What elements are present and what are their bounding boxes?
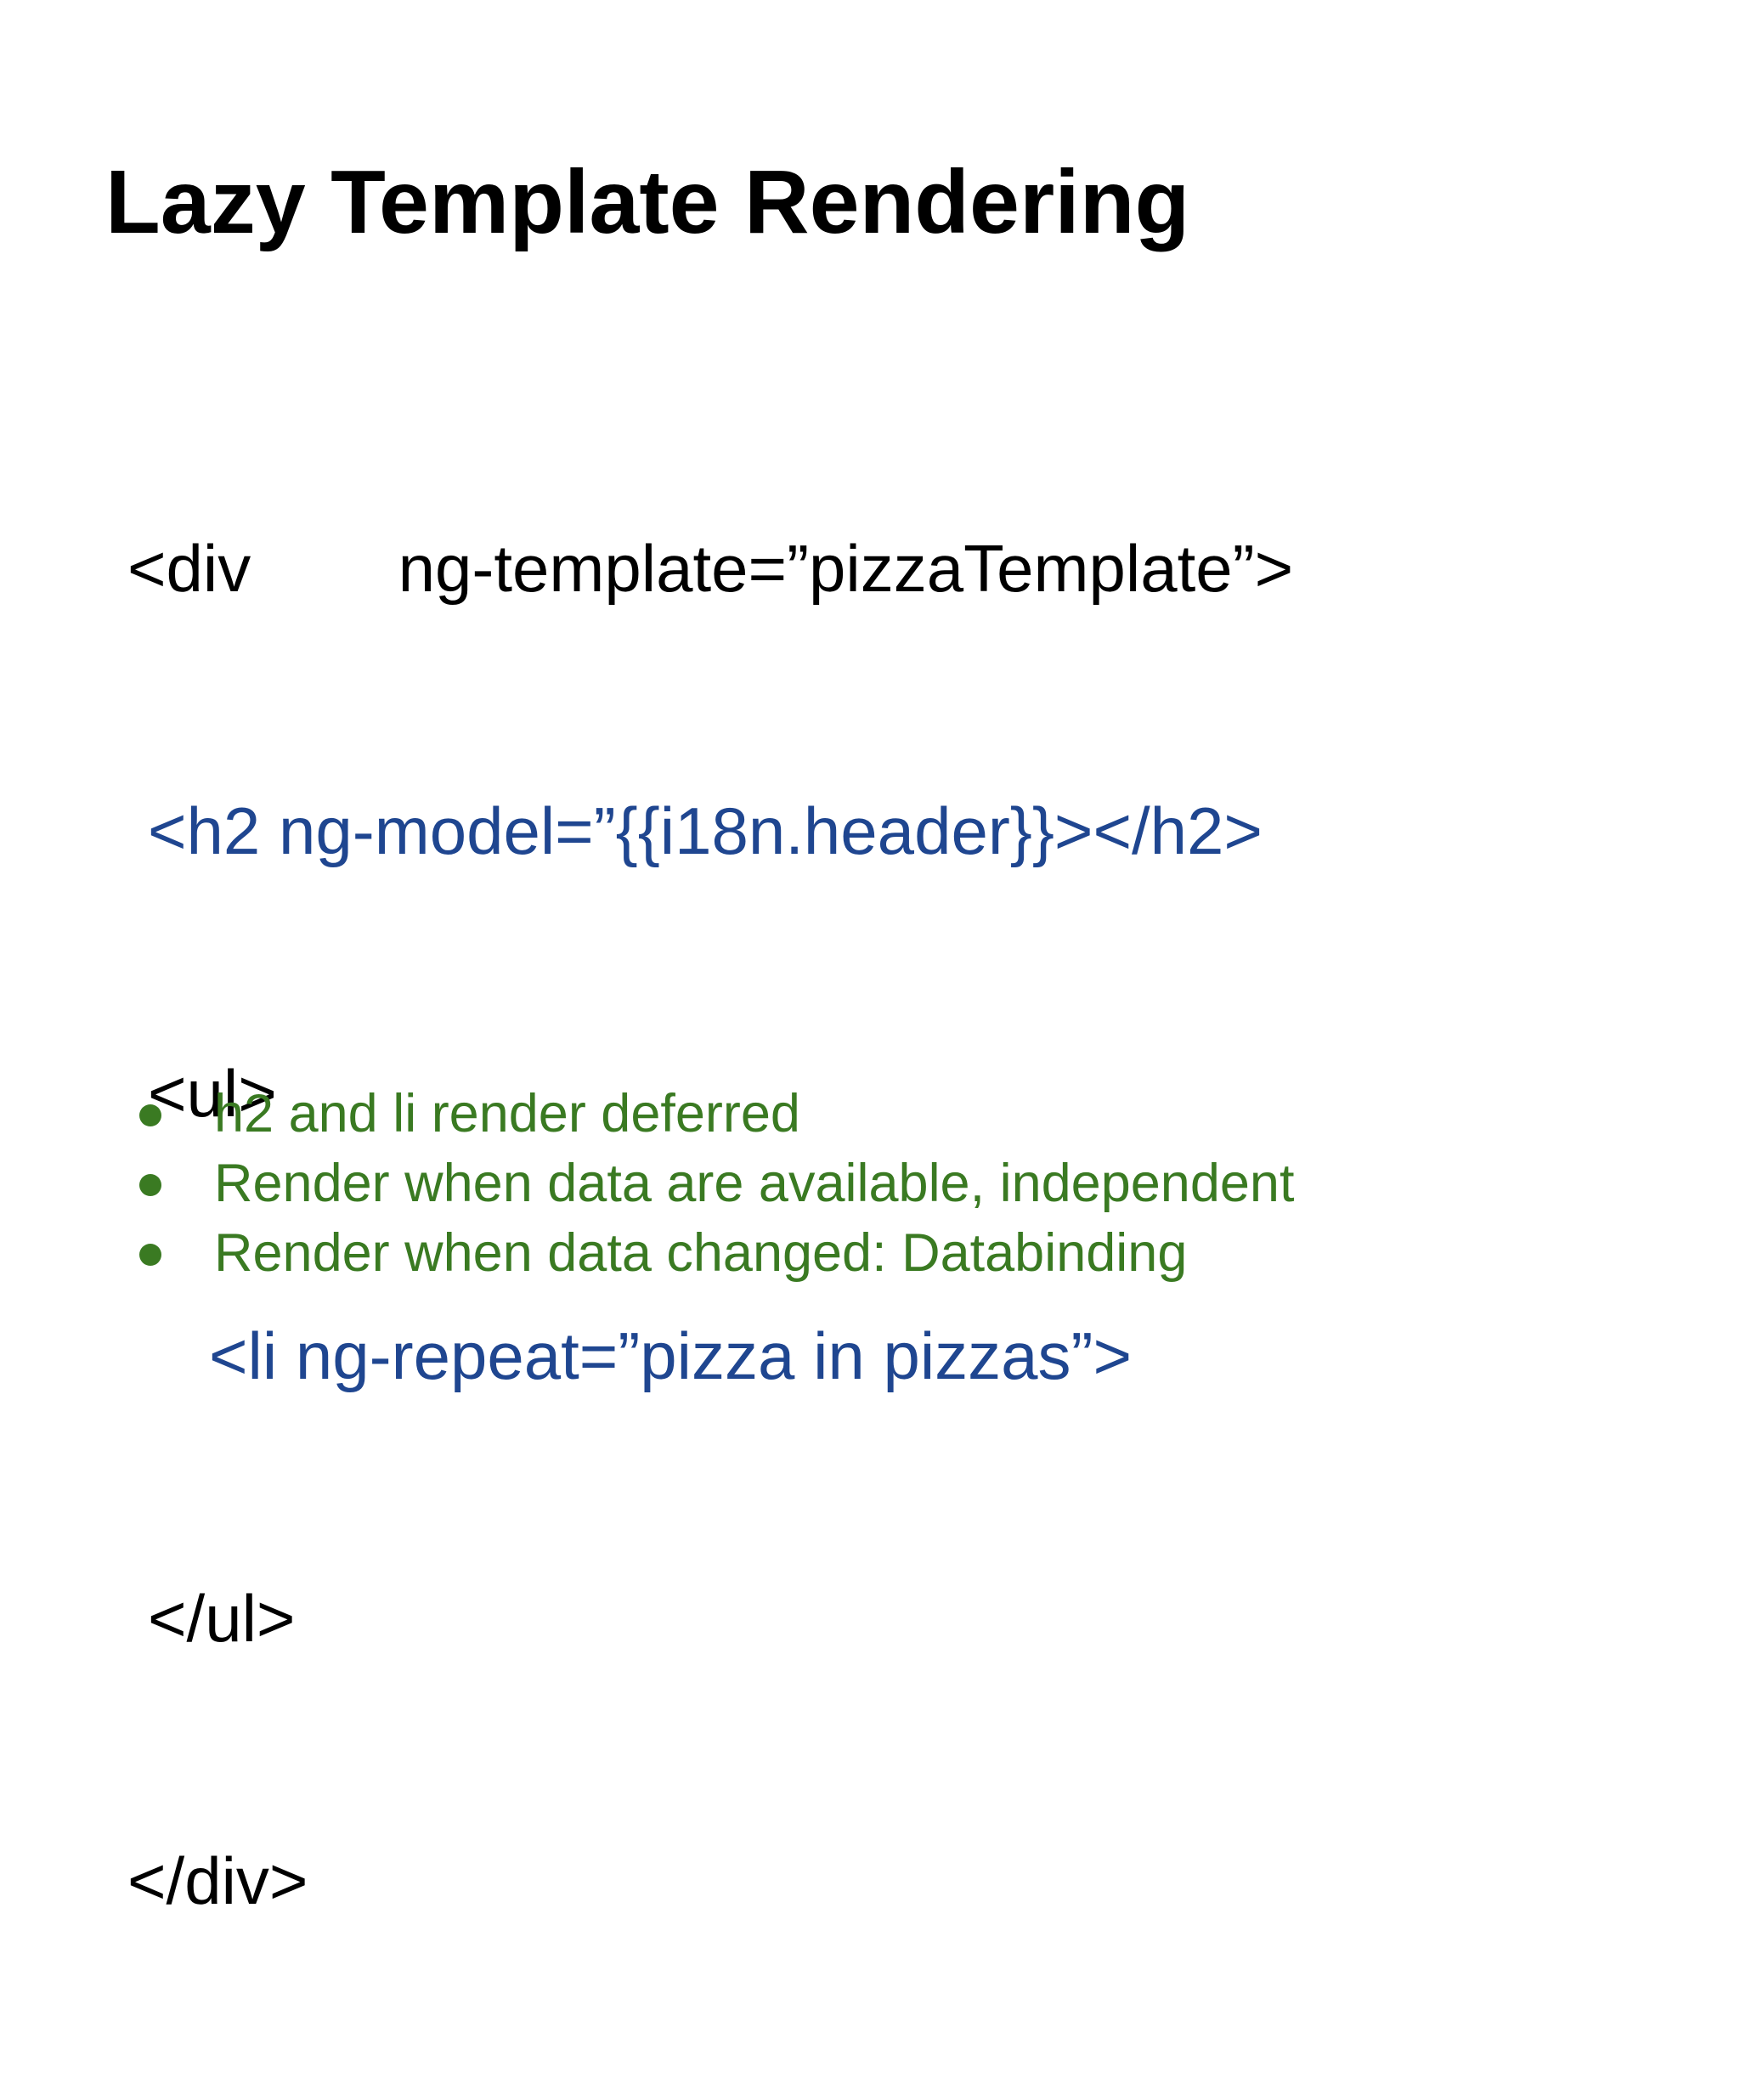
bullet-dot-icon	[139, 1104, 161, 1126]
code-line-ul-close: </ul>	[148, 1581, 296, 1656]
bullet-item: h2 and li render deferred	[136, 1079, 1294, 1149]
bullet-item: Render when data are available, independ…	[136, 1149, 1294, 1218]
bullet-text: Render when data changed: Databinding	[214, 1223, 1188, 1283]
bullet-dot-icon	[139, 1174, 161, 1196]
bullet-item: Render when data changed: Databinding	[136, 1218, 1294, 1288]
code-line-h2: <h2 ng-model=”{{i18n.header}}></h2>	[148, 793, 1263, 868]
slide-title: Lazy Template Rendering	[105, 152, 1190, 252]
bullet-dot-icon	[139, 1244, 161, 1266]
code-line-div-open: <div ng-template=”pizzaTemplate”>	[127, 531, 1294, 606]
bullet-text: h2 and li render deferred	[214, 1084, 800, 1143]
code-line-ul-open: <ul>	[148, 1056, 277, 1131]
code-line-li: <li ng-repeat=”pizza in pizzas”>	[209, 1318, 1133, 1393]
bullet-list: h2 and li render deferred Render when da…	[136, 1079, 1294, 1288]
code-line-div-close: </div>	[127, 1843, 308, 1918]
slide: Lazy Template Rendering <div ng-template…	[105, 152, 1295, 1918]
bullet-text: Render when data are available, independ…	[214, 1154, 1295, 1213]
